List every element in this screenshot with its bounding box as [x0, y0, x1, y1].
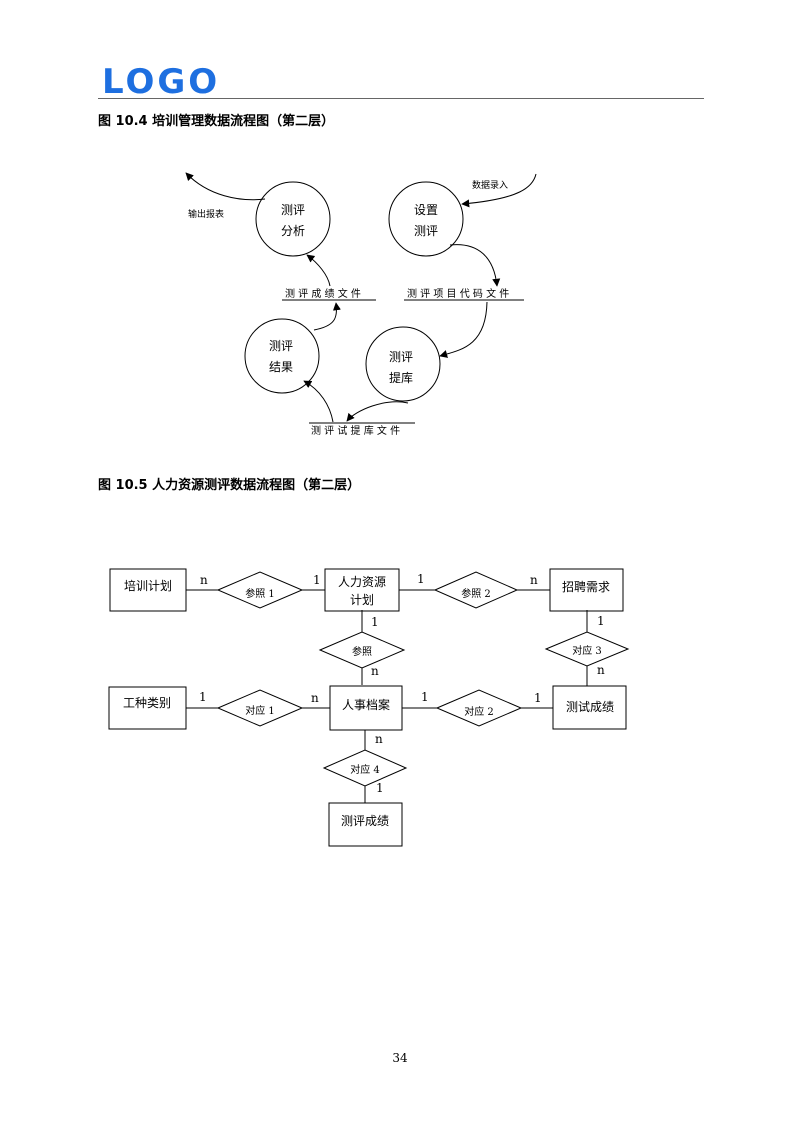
- process-analysis: [255, 181, 331, 257]
- process-result: [244, 318, 320, 394]
- entity-training-plan-label: 培训计划: [124, 578, 172, 593]
- relation-ref1-label: 参照 1: [245, 587, 275, 600]
- relation-ref2: [433, 571, 519, 609]
- flow-bank-to-store: [346, 401, 409, 422]
- relation-corr1: [216, 689, 304, 727]
- process-result-line2: 结果: [269, 360, 293, 374]
- card-personnel-down-n: n: [375, 732, 383, 746]
- flow-result-to-scores: [313, 302, 341, 331]
- entity-job-type: [108, 686, 187, 730]
- relation-ref1: [216, 571, 304, 609]
- label-output-report: 输出报表: [188, 208, 224, 220]
- flow-store-to-result: [303, 380, 334, 423]
- entity-personnel: [329, 685, 403, 731]
- relation-ref2-label: 参照 2: [461, 587, 491, 600]
- figure-10-5-labels: 培训计划 人力资源 计划 招聘需求 工种类别 人事档案 测试成绩 测评成绩 参照…: [123, 572, 614, 828]
- store-scores-label: 测 评 成 绩 文 件: [285, 287, 361, 300]
- entity-hr-plan-label-2: 计划: [350, 593, 374, 607]
- flow-codes-to-bank: [439, 301, 488, 358]
- entity-test-score-label: 测试成绩: [566, 699, 614, 714]
- card-testscore-left-1: 1: [534, 691, 542, 705]
- relation-corr4-label: 对应 4: [350, 763, 380, 776]
- figure-10-4: [185, 172, 537, 424]
- label-data-entry: 数据录入: [472, 179, 508, 191]
- card-recruit-n: n: [530, 573, 538, 587]
- card-training-n: n: [200, 573, 208, 587]
- store-bank-label: 测 评 试 提 库 文 件: [311, 424, 400, 437]
- card-hrplan-down-1: 1: [371, 615, 379, 629]
- figure-10-4-labels: 测评 分析 设置 测评 测评 结果 测评 提库 输出报表 数据录入 测 评 成 …: [188, 179, 509, 437]
- entity-recruit-label: 招聘需求: [562, 580, 610, 594]
- entity-eval-score: [328, 802, 403, 847]
- flow-data-entry: [461, 173, 537, 208]
- relation-corr2-label: 对应 2: [464, 705, 494, 718]
- process-setup: [388, 181, 464, 257]
- page-number: 34: [392, 1051, 408, 1065]
- figure-10-5: [108, 568, 630, 847]
- card-hrplan-right-1: 1: [417, 572, 425, 586]
- entity-training-plan: [109, 568, 187, 612]
- flow-scores-to-analysis: [306, 254, 331, 287]
- entity-recruit: [549, 568, 624, 612]
- card-evalscore-up-1: 1: [376, 781, 384, 795]
- card-jobtype-1: 1: [199, 690, 207, 704]
- entity-hr-plan-label-1: 人力资源: [338, 575, 386, 589]
- process-result-line1: 测评: [269, 339, 293, 353]
- entity-hr-plan: [324, 568, 400, 612]
- relation-corr4: [322, 749, 408, 787]
- flow-output-report: [185, 172, 266, 201]
- process-setup-line2: 测评: [414, 224, 438, 238]
- card-personnel-up-n: n: [371, 664, 379, 678]
- header-rule: [98, 98, 704, 99]
- process-analysis-line2: 分析: [281, 224, 305, 238]
- entity-eval-score-label: 测评成绩: [341, 814, 389, 828]
- card-hrplan-left-1: 1: [313, 573, 321, 587]
- relation-corr3-label: 对应 3: [572, 644, 602, 657]
- relation-corr3: [544, 631, 630, 667]
- card-personnel-left-n: n: [311, 691, 319, 705]
- process-bank-line1: 测评: [389, 350, 413, 364]
- relation-corr1-label: 对应 1: [245, 704, 275, 717]
- relation-ref-label: 参照: [352, 645, 372, 658]
- store-codes-label: 测 评 项 目 代 码 文 件: [407, 287, 509, 300]
- process-analysis-line1: 测评: [281, 203, 305, 217]
- relation-corr2: [435, 689, 523, 727]
- relation-ref: [318, 631, 406, 669]
- logo: LOGO: [102, 62, 221, 102]
- process-setup-line1: 设置: [414, 203, 438, 217]
- card-personnel-right-1: 1: [421, 690, 429, 704]
- card-testscore-up-n: n: [597, 663, 605, 677]
- entity-job-type-label: 工种类别: [123, 696, 171, 710]
- figure-caption-10-5: 图 10.5 人力资源测评数据流程图（第二层）: [98, 478, 361, 493]
- process-bank-line2: 提库: [389, 370, 413, 385]
- entity-personnel-label: 人事档案: [342, 697, 390, 712]
- process-bank: [365, 326, 441, 402]
- entity-test-score: [552, 685, 627, 730]
- card-recruit-down-1: 1: [597, 614, 605, 628]
- flow-setup-to-codes: [449, 244, 501, 287]
- figure-caption-10-4: 图 10.4 培训管理数据流程图（第二层）: [98, 114, 335, 129]
